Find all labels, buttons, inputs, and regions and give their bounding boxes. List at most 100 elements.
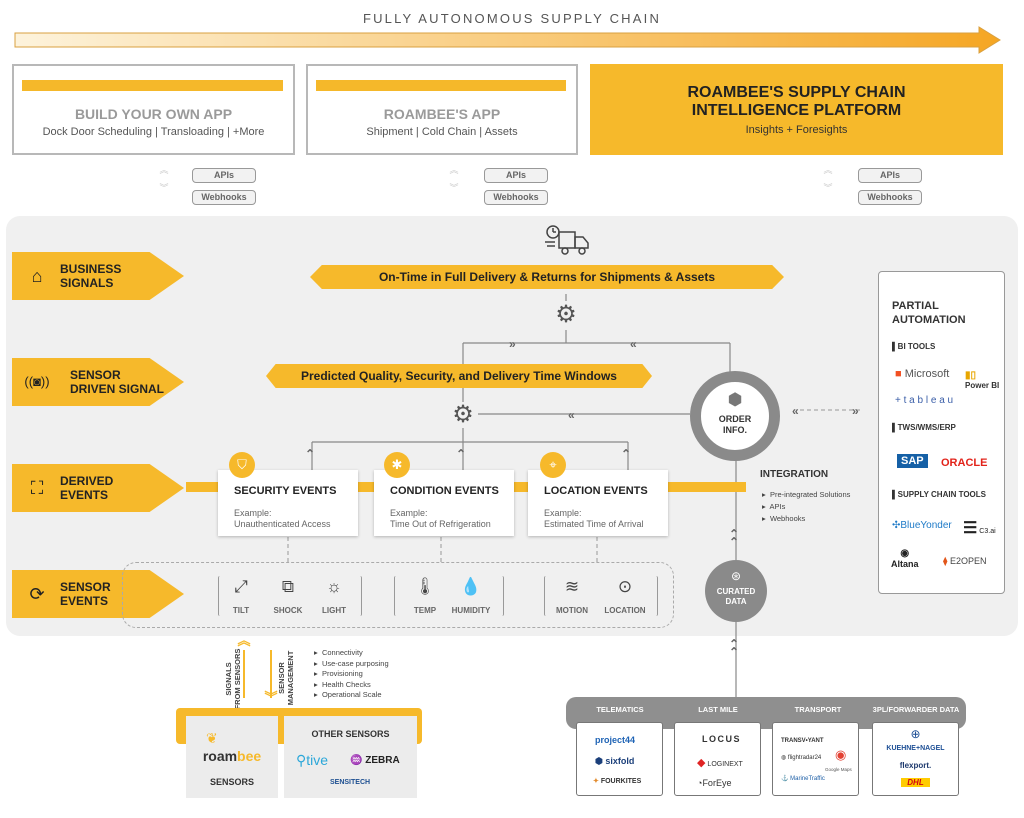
forwarder-card[interactable]: ⊕ KUEHNE+NAGEL flexport. DHL: [872, 722, 959, 796]
sensor-events-label-2: EVENTS: [60, 594, 109, 608]
flexport-logo: flexport.: [899, 761, 932, 770]
laptop-map-icon: ⌂: [31, 266, 43, 286]
supply-chain-tools-heading: ▌SUPPLY CHAIN TOOLS: [892, 490, 986, 499]
project44-logo: project44: [595, 735, 636, 745]
updown-arrow-icon: ︽︾: [159, 165, 169, 193]
humidity-label: HUMIDITY: [451, 606, 491, 615]
platform-title-line2: INTELLIGENCE PLATFORM: [691, 102, 902, 119]
oracle-logo: ORACLE: [941, 457, 988, 469]
cycle-gear-icon: ⟳: [29, 584, 45, 604]
location-icon: ⊙: [617, 577, 633, 596]
order-info-circle[interactable]: ⬢ ORDER INFO.: [690, 371, 780, 461]
sixfold-logo: ⬢ sixfold: [595, 756, 635, 766]
temperature-icon: 🌡: [414, 577, 436, 596]
partial-title-2: AUTOMATION: [892, 314, 966, 326]
event-title: SECURITY EVENTS: [234, 485, 337, 497]
marinetraffic-logo: ⚓ MarineTraffic: [781, 776, 825, 782]
predicted-banner: Predicted Quality, Security, and Deliver…: [266, 364, 652, 388]
e2open-logo: ⧫ E2OPEN: [943, 556, 987, 566]
integration-list: ▸ Pre-integrated Solutions ▸ APIs ▸ Webh…: [762, 489, 850, 525]
sensor-events-region: [122, 562, 674, 628]
order-label-2: INFO.: [723, 425, 747, 435]
motion-icon: ≋: [564, 577, 580, 596]
location-pin-icon: ⌖: [540, 452, 566, 478]
integration-item: ▸ APIs: [762, 502, 786, 511]
scan-icon: ⛶: [30, 478, 44, 498]
webhooks-pill[interactable]: Webhooks: [484, 190, 548, 205]
light-icon: ☼: [326, 577, 342, 596]
autonomy-arrow: [14, 26, 1001, 54]
shield-icon: ⛉: [229, 452, 255, 478]
sensor-signal-icon: ((◙)): [24, 374, 50, 389]
apis-pill[interactable]: APIs: [192, 168, 256, 183]
tilt-label: TILT: [232, 606, 250, 615]
event-detail: Estimated Time of Arrival: [544, 519, 644, 529]
thermometer-icon: ✱: [384, 452, 410, 478]
kuehne-nagel-logo: KUEHNE+NAGEL: [886, 745, 945, 752]
management-item: ▸ Use-case purposing: [314, 658, 389, 668]
transport-card[interactable]: TRANSV•YANT ◍ flightradar24 ◉ Google Map…: [772, 722, 859, 796]
management-item: ▸ Provisioning: [314, 669, 363, 678]
management-line: [270, 650, 272, 698]
signals-up-arrow-icon: ︽: [237, 633, 251, 648]
derived-label-2: EVENTS: [60, 488, 109, 502]
event-detail: Time Out of Refrigeration: [390, 519, 491, 529]
delivery-truck-icon: [545, 225, 589, 255]
temp-label: TEMP: [413, 606, 437, 615]
security-events-card[interactable]: SECURITY EVENTS Example:Unauthenticated …: [218, 470, 358, 536]
powerbi-logo: ▮▯Power BI: [965, 370, 1000, 390]
build-your-own-app-box[interactable]: BUILD YOUR OWN APP Dock Door Scheduling …: [12, 64, 295, 155]
integration-item: ▸ Pre-integrated Solutions: [762, 490, 851, 499]
other-sensors-title: OTHER SENSORS: [311, 729, 390, 739]
roambee-app-box[interactable]: ROAMBEE'S APP Shipment | Cold Chain | As…: [306, 64, 578, 155]
tilt-icon: ⤢: [234, 577, 248, 596]
last-mile-card[interactable]: LOCUS ◆ LOGINEXT ◔ForEye: [674, 722, 761, 796]
curated-label-1: CURATED: [716, 587, 756, 596]
sensor-group-bracket: [218, 576, 362, 616]
business-label-1: BUSINESS: [60, 262, 122, 276]
platform-subtitle: Insights + Foresights: [745, 124, 848, 136]
curated-label-2: DATA: [725, 597, 747, 606]
microsoft-logo: ■ Microsoft: [895, 368, 950, 380]
apis-pill[interactable]: APIs: [484, 168, 548, 183]
tableau-logo: + t a b l e a u: [895, 395, 954, 406]
telematics-heading: TELEMATICS: [596, 705, 644, 714]
business-label-2: SIGNALS: [60, 276, 114, 290]
partial-automation-panel: PARTIAL AUTOMATION ▌BI TOOLS ■ Microsoft…: [878, 271, 1005, 594]
platform-title-line1: ROAMBEE'S SUPPLY CHAIN: [687, 84, 906, 101]
loginext-logo: ◆ LOGINEXT: [697, 757, 743, 769]
google-maps-pin-icon: ◉: [835, 747, 847, 762]
sensor-management-list: ▸ Connectivity ▸ Use-case purposing ▸ Pr…: [314, 648, 389, 701]
gear-icon: ⚙: [555, 301, 577, 328]
flightradar-logo: ◍ flightradar24: [781, 755, 822, 761]
motion-label: MOTION: [556, 606, 588, 615]
telematics-card[interactable]: project44 ⬢ sixfold ✦ FOURKITES: [576, 722, 663, 796]
shock-label: SHOCK: [273, 606, 303, 615]
management-down-arrow-icon: ︾: [264, 690, 278, 705]
altana-logo: ◉Altana: [891, 548, 919, 569]
signals-line: [243, 650, 245, 698]
location-events-card[interactable]: LOCATION EVENTS Example:Estimated Time o…: [528, 470, 668, 536]
forwarder-heading: 3PL/FORWARDER DATA: [872, 705, 960, 714]
data-icon: ⊛: [730, 569, 742, 583]
roambee-sensors-card[interactable]: ❦ roambee SENSORS: [186, 716, 278, 798]
webhooks-pill[interactable]: Webhooks: [858, 190, 922, 205]
page-title: FULLY AUTONOMOUS SUPPLY CHAIN: [362, 11, 662, 26]
sensor-group-bracket: [394, 576, 504, 616]
intelligence-platform-box[interactable]: ROAMBEE'S SUPPLY CHAIN INTELLIGENCE PLAT…: [590, 64, 1003, 155]
curated-data-circle[interactable]: ⊛ CURATED DATA: [705, 560, 767, 622]
svg-text:⌃: ⌃: [729, 645, 739, 659]
other-sensors-card[interactable]: OTHER SENSORS ⚲tive ♒ ZEBRA SENSITECH: [284, 716, 417, 798]
google-maps-label: Google Maps: [825, 767, 852, 772]
webhooks-pill[interactable]: Webhooks: [192, 190, 256, 205]
condition-events-card[interactable]: CONDITION EVENTS Example:Time Out of Ref…: [374, 470, 514, 536]
blueyonder-logo: ✣BlueYonder: [892, 520, 952, 531]
locus-logo: LOCUS: [702, 734, 741, 744]
management-item: ▸ Health Checks: [314, 679, 371, 689]
apis-pill[interactable]: APIs: [858, 168, 922, 183]
management-item: ▸ Connectivity: [314, 648, 363, 657]
bi-tools-heading: ▌BI TOOLS: [892, 342, 936, 351]
accent-bar: [316, 80, 566, 91]
updown-arrow-icon: ︽︾: [449, 165, 459, 193]
